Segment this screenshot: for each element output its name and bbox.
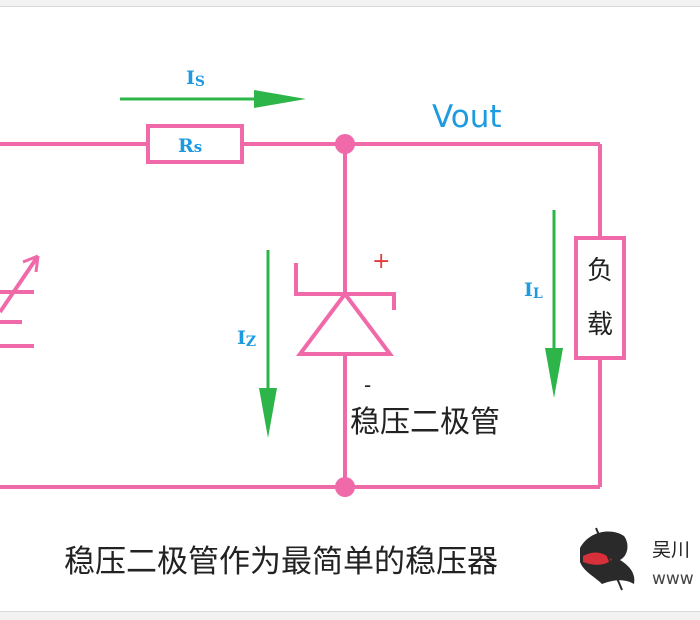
junction-top: [335, 134, 355, 154]
iz-arrow-head: [259, 388, 277, 438]
diagram-caption: 稳压二极管作为最简单的稳压器: [64, 544, 498, 580]
is-label: IS: [186, 67, 205, 90]
source-arrow-head: [22, 254, 40, 273]
watermark-text-1: 吴川: [652, 539, 690, 561]
il-label: IL: [524, 279, 543, 302]
load-label-char-1: 负: [587, 256, 613, 286]
variable-source-symbol: [0, 254, 40, 348]
junction-bottom: [335, 477, 355, 497]
logo-staff-line: [595, 527, 623, 591]
source-variable-line: [0, 254, 40, 314]
iz-label: IZ: [237, 327, 256, 350]
load-label-char-2: 载: [587, 310, 613, 340]
is-arrow-head: [254, 90, 306, 108]
il-arrow-head: [545, 348, 563, 398]
zener-diode-symbol: [294, 263, 396, 356]
logo-red-scarf: [583, 552, 612, 565]
watermark-text-2: www: [652, 569, 694, 589]
circuit-wires: [0, 142, 602, 489]
load-box: [574, 236, 626, 360]
watermark-logo: [580, 527, 635, 591]
zener-minus-sign: -: [364, 373, 371, 397]
current-arrows: [120, 90, 563, 438]
rs-label: Rs: [178, 135, 202, 157]
resistor-rs: [146, 124, 244, 164]
zener-bar: [294, 263, 396, 310]
zener-diode-label: 稳压二极管: [350, 405, 500, 440]
zener-triangle: [296, 290, 394, 356]
zener-plus-sign: +: [372, 249, 390, 274]
vout-label: Vout: [432, 99, 502, 135]
